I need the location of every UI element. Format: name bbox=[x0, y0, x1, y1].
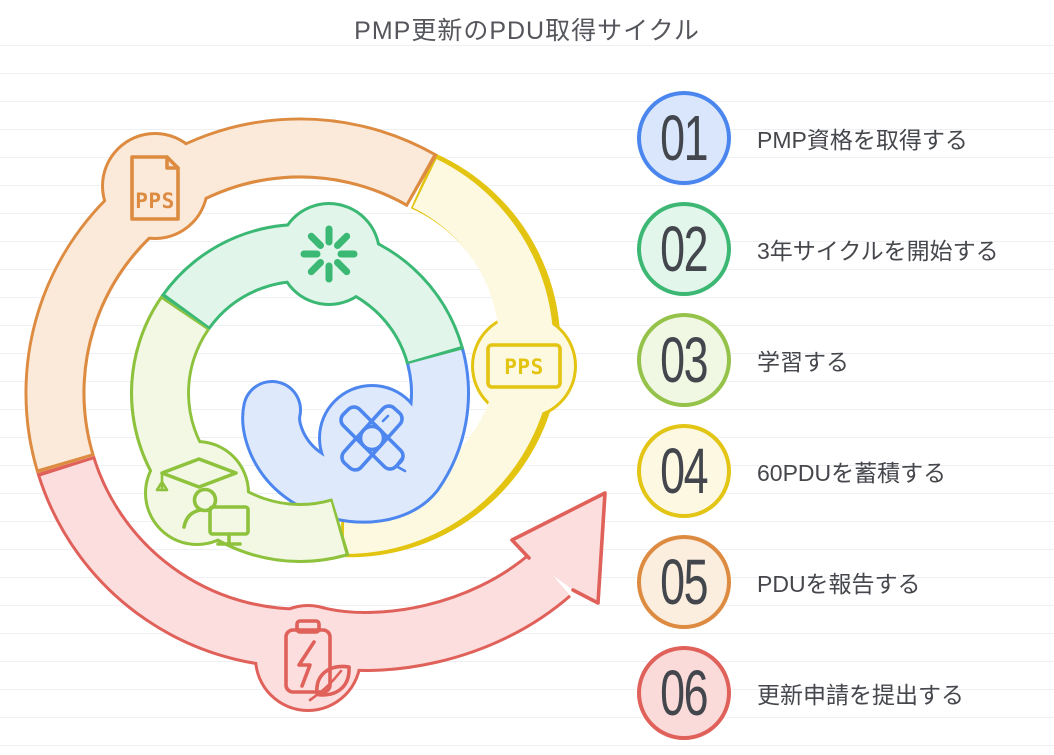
diploma-icon bbox=[339, 404, 407, 473]
step-label: PDUを報告する bbox=[757, 571, 921, 597]
step-number: 06 bbox=[660, 657, 708, 729]
step-list: 01 PMP資格を取得する 02 3年サイクルを開始する 03 学習する 04 … bbox=[637, 0, 1054, 755]
step-label: PMP資格を取得する bbox=[757, 127, 968, 153]
page-title: PMP更新のPDU取得サイクル bbox=[354, 17, 700, 45]
pps-badge-icon: PPS bbox=[486, 343, 562, 389]
step-row-6: 06 更新申請を提出する bbox=[637, 646, 964, 740]
graduation-monitor-icon bbox=[155, 457, 250, 546]
step-badge-1: 01 bbox=[637, 91, 731, 185]
svg-text:PPS: PPS bbox=[135, 189, 174, 213]
segment-renew-fills bbox=[40, 459, 605, 709]
segment-cycle-fills bbox=[165, 205, 461, 363]
pps-file-icon: PPS bbox=[130, 155, 180, 221]
step-row-5: 05 PDUを報告する bbox=[637, 535, 921, 629]
spinner-icon bbox=[300, 225, 358, 283]
step-number: 04 bbox=[660, 435, 708, 507]
step-badge-6: 06 bbox=[637, 646, 731, 740]
step-row-3: 03 学習する bbox=[637, 313, 849, 407]
step-number: 05 bbox=[660, 546, 708, 618]
step-label: 3年サイクルを開始する bbox=[757, 238, 999, 264]
step-row-2: 02 3年サイクルを開始する bbox=[637, 202, 999, 296]
segment-report-fills bbox=[27, 120, 434, 470]
step-number: 03 bbox=[660, 324, 708, 396]
step-number: 01 bbox=[660, 102, 708, 174]
step-row-4: 04 60PDUを蓄積する bbox=[637, 424, 946, 518]
step-badge-3: 03 bbox=[637, 313, 731, 407]
arrow-head-outline bbox=[510, 491, 607, 605]
step-badge-5: 05 bbox=[637, 535, 731, 629]
segment-certify-fills bbox=[244, 333, 467, 521]
step-label: 更新申請を提出する bbox=[757, 682, 964, 708]
step-badge-2: 02 bbox=[637, 202, 731, 296]
arrow-head bbox=[512, 493, 605, 603]
battery-leaf-icon bbox=[284, 619, 351, 702]
step-row-1: 01 PMP資格を取得する bbox=[637, 91, 968, 185]
step-label: 学習する bbox=[757, 349, 849, 375]
step-badge-4: 04 bbox=[637, 424, 731, 518]
step-number: 02 bbox=[660, 213, 708, 285]
cycle-diagram: PPS PPS bbox=[24, 117, 607, 712]
svg-text:PPS: PPS bbox=[504, 355, 543, 379]
step-label: 60PDUを蓄積する bbox=[757, 460, 947, 486]
